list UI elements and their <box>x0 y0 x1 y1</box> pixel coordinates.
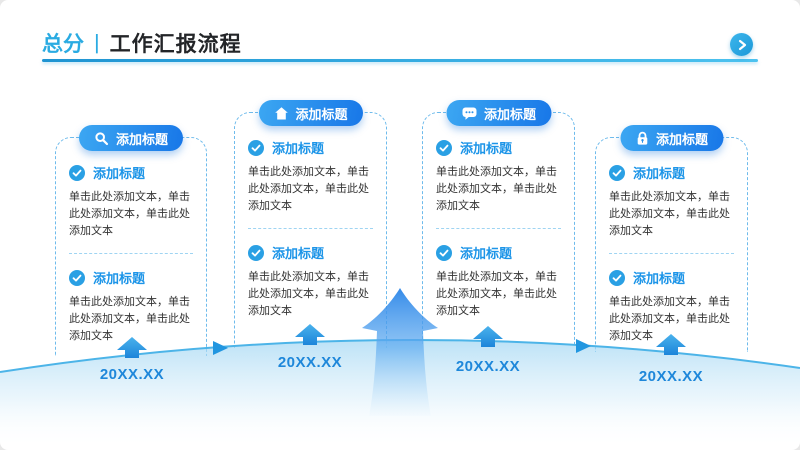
card-4-pill-label: 添加标题 <box>655 131 709 147</box>
card-2-section-2-body[interactable]: 单击此处添加文本，单击此处添加文本，单击此处添加文本 <box>248 271 369 317</box>
card-4-section-1-title-row: 添加标题 <box>609 163 734 182</box>
search-icon <box>94 131 109 146</box>
section-tag: 总分 <box>42 33 84 56</box>
check-circle-icon <box>69 269 85 286</box>
check-circle-icon <box>609 164 625 181</box>
card-1-header-pill[interactable]: 添加标题 <box>78 125 184 151</box>
card-4-section-1-title: 添加标题 <box>633 166 686 181</box>
card-1-divider <box>69 253 193 254</box>
timeline-date-2[interactable]: 20XX.XX <box>277 354 343 371</box>
card-2-section-2-title: 添加标题 <box>272 246 325 261</box>
process-card-2[interactable]: 添加标题 添加标题 单击此处添加文本，单击此处添加文本，单击此处添加文本 添加标… <box>234 100 387 348</box>
card-4-section-2-body[interactable]: 单击此处添加文本，单击此处添加文本，单击此处添加文本 <box>609 296 730 342</box>
card-3-section-1-body[interactable]: 单击此处添加文本，单击此处添加文本，单击此处添加文本 <box>436 166 557 212</box>
card-2-section-1-title: 添加标题 <box>272 141 325 156</box>
card-1-section-2-title: 添加标题 <box>93 271 146 286</box>
card-1-pill-label: 添加标题 <box>115 131 169 147</box>
timeline-date-4[interactable]: 20XX.XX <box>638 368 704 385</box>
check-circle-icon <box>436 139 452 156</box>
card-2-pill-label: 添加标题 <box>295 106 348 122</box>
card-3-section-2-title: 添加标题 <box>460 246 513 261</box>
card-1-section-2-body[interactable]: 单击此处添加文本，单击此处添加文本，单击此处添加文本 <box>69 296 190 342</box>
check-circle-icon <box>248 139 264 156</box>
card-3-header-pill[interactable]: 添加标题 <box>445 100 552 126</box>
process-card-3[interactable]: 添加标题 添加标题 单击此处添加文本，单击此处添加文本，单击此处添加文本 添加标… <box>422 100 575 344</box>
card-1-section-1-title-row: 添加标题 <box>69 163 193 182</box>
slide-header: 总分 | 工作汇报流程 <box>42 28 242 58</box>
direction-triangle-1 <box>213 341 228 355</box>
check-circle-icon <box>248 244 264 261</box>
card-2-section-1-title-row: 添加标题 <box>248 138 373 157</box>
card-3-section-1-title-row: 添加标题 <box>436 138 561 157</box>
card-4-section-1-body[interactable]: 单击此处添加文本，单击此处添加文本，单击此处添加文本 <box>609 191 730 237</box>
home-icon <box>273 106 288 121</box>
title-separator: | <box>94 31 99 54</box>
card-4-divider <box>609 253 734 254</box>
direction-triangle-2 <box>576 339 591 353</box>
card-1-section-1-title: 添加标题 <box>93 166 146 181</box>
card-1-section-1-body[interactable]: 单击此处添加文本，单击此处添加文本，单击此处添加文本 <box>69 191 190 237</box>
chat-icon <box>461 106 477 121</box>
page-title: 工作汇报流程 <box>109 33 242 56</box>
process-card-1[interactable]: 添加标题 添加标题 单击此处添加文本，单击此处添加文本，单击此处添加文本 添加标… <box>55 125 207 356</box>
next-button[interactable] <box>730 33 753 56</box>
card-1-section-2-title-row: 添加标题 <box>69 268 193 287</box>
process-card-4[interactable]: 添加标题 添加标题 单击此处添加文本，单击此处添加文本，单击此处添加文本 添加标… <box>595 125 748 352</box>
card-3-pill-label: 添加标题 <box>483 106 537 122</box>
card-3-section-2-body[interactable]: 单击此处添加文本，单击此处添加文本，单击此处添加文本 <box>436 271 557 317</box>
card-4-section-2-title-row: 添加标题 <box>609 268 734 287</box>
check-circle-icon <box>69 164 85 181</box>
card-3-section-1-title: 添加标题 <box>460 141 513 156</box>
lock-icon <box>635 131 649 146</box>
timeline-date-1[interactable]: 20XX.XX <box>99 366 165 383</box>
timeline-fill <box>0 339 800 450</box>
card-2-section-2-title-row: 添加标题 <box>248 243 373 262</box>
check-circle-icon <box>609 269 625 286</box>
card-3-section-2-title-row: 添加标题 <box>436 243 561 262</box>
title-underline <box>42 59 758 62</box>
card-2-divider <box>248 228 373 229</box>
card-3-divider <box>436 228 561 229</box>
chevron-right-icon <box>736 39 748 51</box>
card-4-section-2-title: 添加标题 <box>633 271 686 286</box>
timeline-date-3[interactable]: 20XX.XX <box>455 358 521 375</box>
card-4-header-pill[interactable]: 添加标题 <box>619 125 724 151</box>
card-2-section-1-body[interactable]: 单击此处添加文本，单击此处添加文本，单击此处添加文本 <box>248 166 369 212</box>
card-2-header-pill[interactable]: 添加标题 <box>258 100 363 126</box>
check-circle-icon <box>436 244 452 261</box>
